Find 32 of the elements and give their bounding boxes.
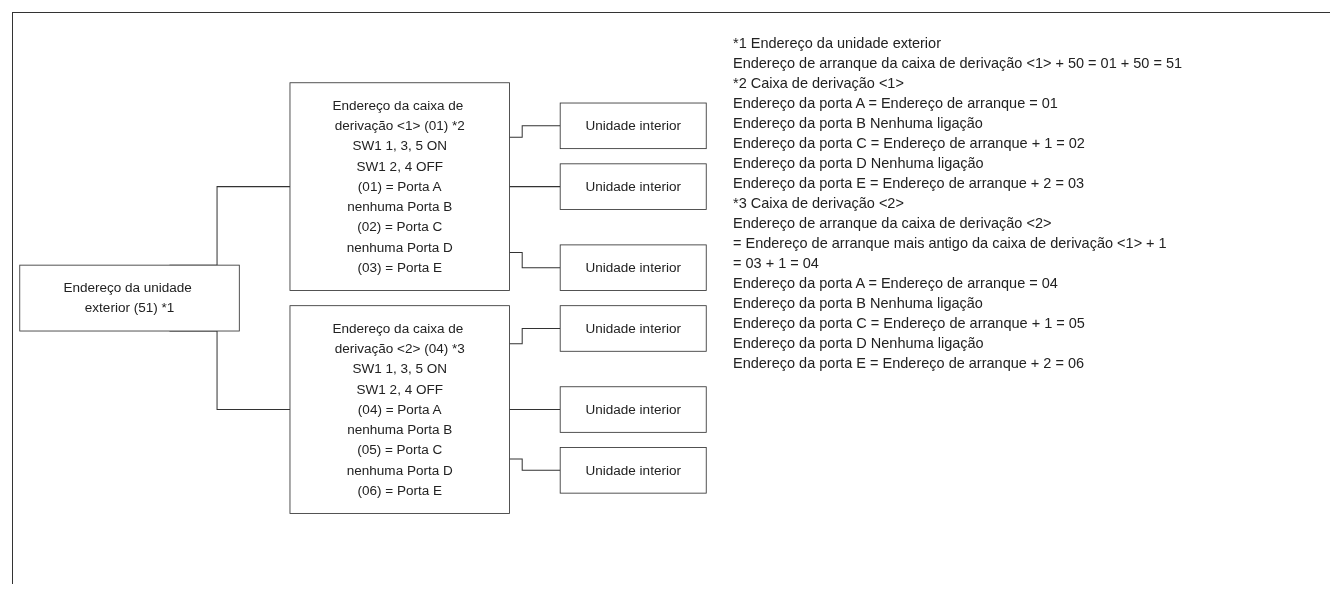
branch-box: Endereço da caixa de derivação <1> (01) *2 SW1 1, 3, 5 ON SW1 2, 4 OFF (01) = Porta A nenhuma Porta B (02) = Porta C nenhuma Porta D (03) = Porta E <box>289 82 510 291</box>
indoor-unit-box: Unidade interior <box>559 102 707 149</box>
note-text: Endereço da porta B Nenhuma ligação <box>733 114 984 133</box>
note-text: Endereço de arranque da caixa de derivação <1> + 50 = 01 + 50 = 51 <box>733 54 1184 73</box>
note-text: Endereço da porta C = Endereço de arranque + 1 = 02 <box>733 134 1086 153</box>
branch-box: Endereço da caixa de derivação <2> (04) *3 SW1 1, 3, 5 ON SW1 2, 4 OFF (04) = Porta A nenhuma Porta B (05) = Porta C nenhuma Porta D (06) = Porta E <box>289 305 510 514</box>
connector <box>509 327 561 345</box>
indoor-unit-box: Unidade interior <box>559 447 707 494</box>
connector <box>509 408 561 410</box>
note-text: *3 Caixa de derivação <2> <box>733 194 905 213</box>
connector <box>509 125 561 138</box>
note-text: *2 Caixa de derivação <1> <box>733 74 905 93</box>
note-text: Endereço da porta A = Endereço de arranque = 01 <box>733 94 1059 113</box>
note-text: = Endereço de arranque mais antigo da caixa de derivação <1> + 1 <box>733 234 1168 253</box>
note-text: *1 Endereço da unidade exterior <box>733 34 942 53</box>
indoor-unit-box: Unidade interior <box>559 244 707 291</box>
note-text: Endereço da porta E = Endereço de arranque + 2 = 06 <box>733 354 1086 373</box>
note-text: Endereço da porta A = Endereço de arranque = 04 <box>733 274 1059 293</box>
connector <box>509 458 561 471</box>
indoor-unit-box: Unidade interior <box>559 305 707 352</box>
note-text: Endereço da porta B Nenhuma ligação <box>733 294 984 313</box>
connector <box>509 186 561 188</box>
indoor-unit-box: Unidade interior <box>559 386 707 433</box>
note-text: Endereço da porta E = Endereço de arranque + 2 = 03 <box>733 174 1086 193</box>
indoor-unit-box: Unidade interior <box>559 163 707 210</box>
connector <box>509 251 561 269</box>
outdoor-unit-box: Endereço da unidade exterior (51) *1 <box>19 264 240 332</box>
note-text: Endereço da porta D Nenhuma ligação <box>733 334 985 353</box>
note-text: Endereço da porta D Nenhuma ligação <box>733 154 985 173</box>
note-text: Endereço da porta C = Endereço de arranque + 1 = 05 <box>733 314 1086 333</box>
note-text: Endereço de arranque da caixa de derivação <2> <box>733 214 1053 233</box>
note-text: = 03 + 1 = 04 <box>733 254 820 273</box>
